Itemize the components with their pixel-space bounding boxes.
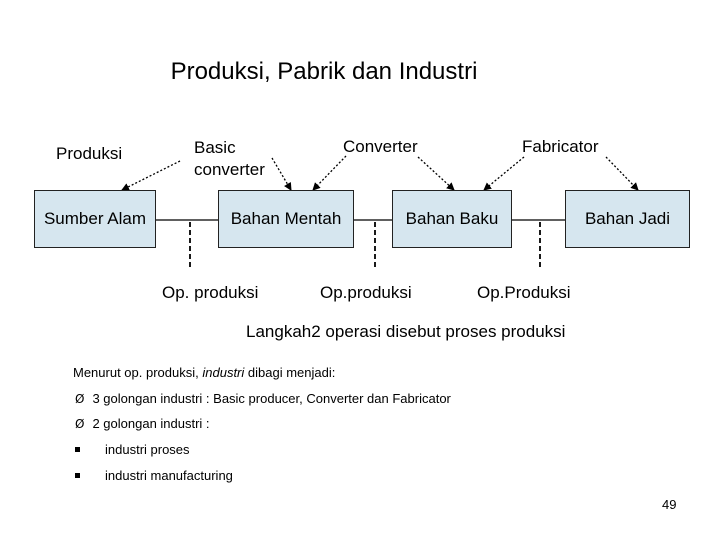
- op-label-2: Op.produksi: [320, 283, 412, 302]
- arrow-fabricator-to-baku: [483, 156, 525, 191]
- slide-title: Produksi, Pabrik dan Industri: [170, 58, 478, 85]
- box-sumber-alam: Sumber Alam: [34, 190, 156, 248]
- op-label-3: Op.Produksi: [477, 283, 571, 302]
- box-bahan-mentah: Bahan Mentah: [218, 190, 354, 248]
- label-basic-converter: Basic converter: [194, 138, 265, 179]
- notes-intro: Menurut op. produksi, industri dibagi me…: [73, 365, 336, 380]
- op-label-1: Op. produksi: [162, 283, 259, 302]
- square-bullet-icon: [75, 473, 80, 478]
- arrow-bullet-icon: Ø: [75, 416, 85, 431]
- notes-intro-italic: industri: [202, 365, 245, 380]
- caption: Langkah2 operasi disebut proses produksi: [246, 322, 566, 341]
- list-item: industri manufacturing: [75, 468, 233, 483]
- arrow-basic-to-mentah: [271, 157, 292, 191]
- arrow-converter-to-baku: [417, 156, 455, 191]
- label-fabricator: Fabricator: [522, 137, 599, 156]
- arrow-basic-to-sumber: [121, 160, 181, 191]
- list-item: Ø 3 golongan industri : Basic producer, …: [75, 391, 451, 406]
- arrow-converter-to-mentah: [312, 155, 347, 191]
- box-bahan-baku: Bahan Baku: [392, 190, 512, 248]
- label-converter: Converter: [343, 137, 418, 156]
- arrow-fabricator-to-jadi: [605, 156, 639, 191]
- label-produksi: Produksi: [56, 144, 123, 163]
- page-number: 49: [662, 497, 677, 512]
- list-item: industri proses: [75, 442, 190, 457]
- arrow-bullet-icon: Ø: [75, 391, 85, 406]
- list-item: Ø 2 golongan industri :: [75, 416, 210, 431]
- box-bahan-jadi: Bahan Jadi: [565, 190, 690, 248]
- square-bullet-icon: [75, 447, 80, 452]
